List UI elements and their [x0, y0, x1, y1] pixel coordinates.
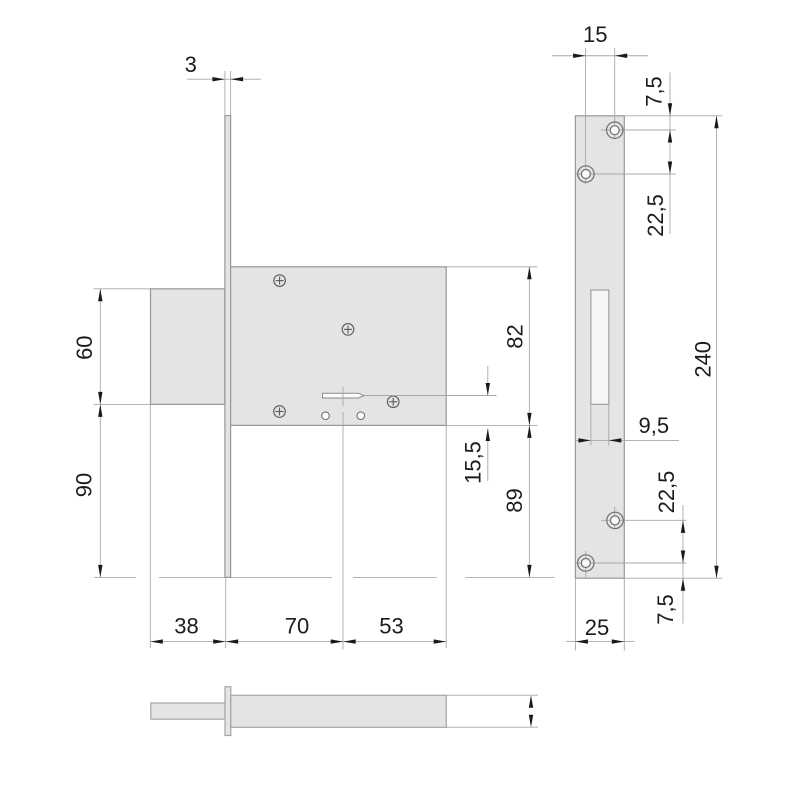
svg-text:22,5: 22,5 — [643, 194, 668, 237]
svg-text:3: 3 — [185, 52, 197, 77]
svg-text:53: 53 — [379, 613, 403, 638]
svg-text:90: 90 — [71, 473, 96, 497]
svg-text:7,5: 7,5 — [653, 594, 678, 625]
svg-text:7,5: 7,5 — [642, 76, 667, 107]
svg-text:22,5: 22,5 — [654, 471, 679, 514]
svg-text:38: 38 — [174, 613, 198, 638]
svg-text:60: 60 — [72, 335, 97, 359]
svg-text:70: 70 — [285, 613, 309, 638]
svg-text:89: 89 — [502, 488, 527, 512]
svg-text:82: 82 — [502, 324, 527, 348]
svg-text:15,5: 15,5 — [460, 441, 485, 484]
svg-text:240: 240 — [690, 341, 715, 378]
svg-text:15: 15 — [583, 22, 607, 47]
svg-text:25: 25 — [585, 615, 609, 640]
svg-text:9,5: 9,5 — [639, 413, 670, 438]
